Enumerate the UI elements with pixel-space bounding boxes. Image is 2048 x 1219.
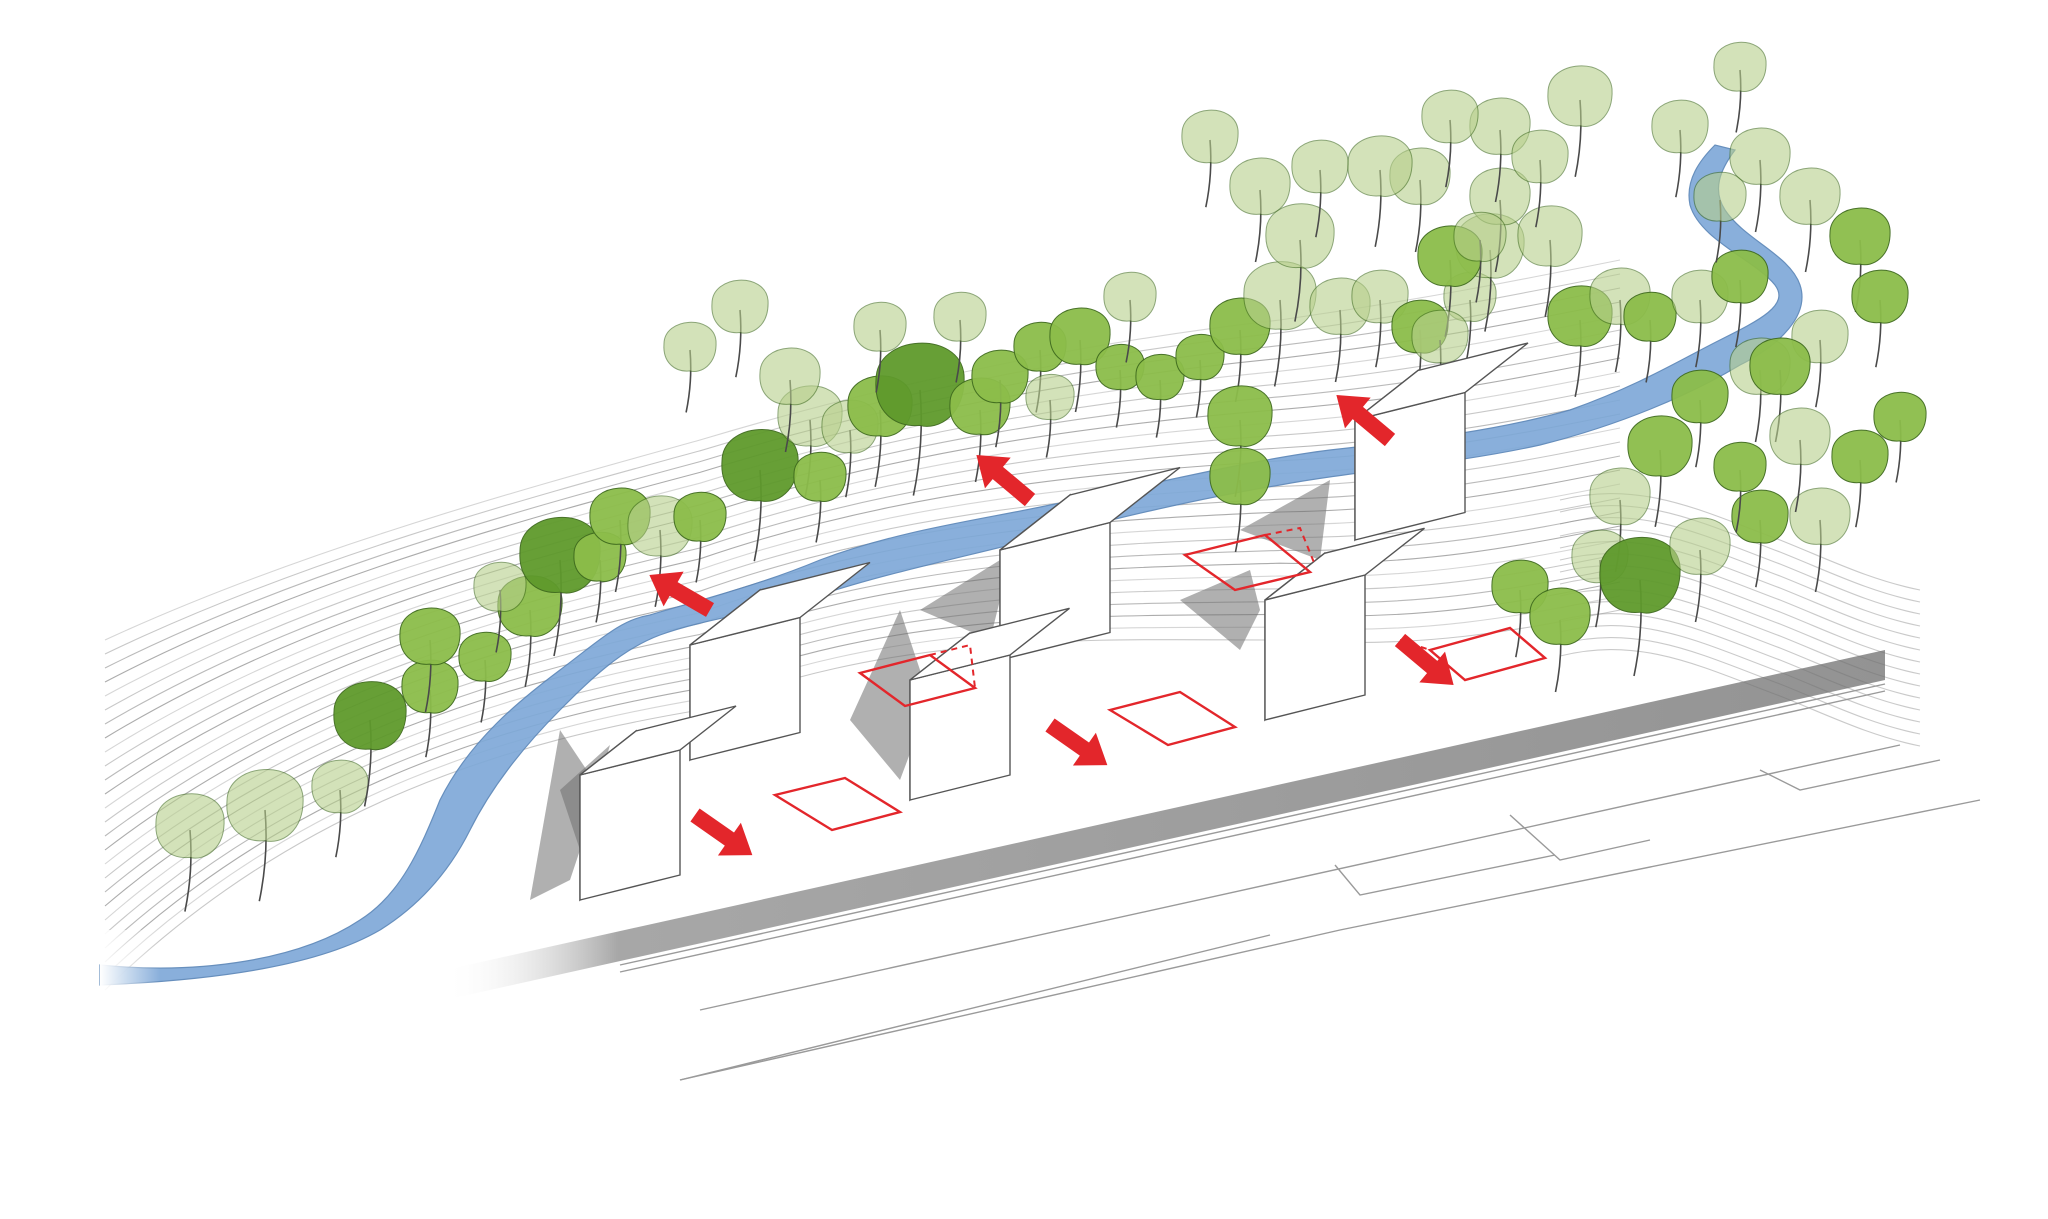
- tree: [1511, 129, 1569, 228]
- contour-line: [104, 553, 1621, 935]
- tree: [1693, 171, 1747, 263]
- tree: [853, 301, 907, 393]
- tree-canopy: [155, 41, 1927, 912]
- tree: [1347, 135, 1413, 247]
- tree: [1851, 269, 1909, 368]
- tree: [1651, 99, 1709, 198]
- plaza-1: [771, 776, 904, 832]
- tree: [1713, 41, 1767, 133]
- tree: [1229, 157, 1291, 263]
- tree: [1789, 487, 1851, 593]
- tree: [793, 451, 847, 543]
- direction-arrow: [1336, 395, 1396, 447]
- building: [579, 705, 737, 902]
- direction-arrow: [649, 571, 714, 617]
- road: [445, 650, 1981, 1081]
- tree: [1103, 271, 1157, 363]
- tree: [1711, 249, 1769, 348]
- tree: [1469, 97, 1531, 203]
- tree: [971, 349, 1029, 448]
- tree: [1873, 391, 1927, 483]
- tree: [673, 491, 727, 583]
- tree: [1627, 415, 1693, 527]
- tree: [875, 342, 965, 496]
- contour-line: [1559, 625, 1921, 723]
- direction-arrow: [690, 808, 753, 856]
- direction-arrow: [976, 455, 1036, 507]
- buildings: [579, 342, 1529, 902]
- contour-line: [104, 329, 1621, 711]
- tree: [1729, 127, 1791, 233]
- tree: [1181, 109, 1239, 208]
- contour-line: [1559, 613, 1921, 711]
- building: [909, 607, 1070, 802]
- tree: [1175, 333, 1225, 418]
- direction-arrows: [649, 395, 1454, 856]
- tree: [1599, 536, 1681, 677]
- tree: [1529, 587, 1591, 693]
- tree: [711, 279, 769, 378]
- tree: [399, 607, 461, 713]
- tree: [1831, 429, 1889, 528]
- plaza-2-dashed: [929, 643, 976, 689]
- tree: [1265, 203, 1335, 322]
- tree: [1671, 369, 1729, 468]
- tree: [1135, 353, 1185, 438]
- tree: [1421, 89, 1479, 188]
- tree: [1209, 447, 1271, 553]
- tree: [1779, 167, 1841, 273]
- tree: [333, 681, 407, 807]
- tree: [311, 759, 369, 858]
- tree: [458, 631, 512, 723]
- tree: [1547, 65, 1613, 177]
- plaza-3: [1106, 690, 1238, 747]
- tree: [1829, 207, 1891, 313]
- tree: [663, 321, 717, 413]
- contour-line: [1559, 529, 1921, 627]
- tree: [1713, 441, 1767, 533]
- plaza-4: [1182, 533, 1313, 592]
- tree: [1025, 373, 1075, 458]
- building: [1264, 527, 1425, 722]
- tree: [1291, 139, 1349, 238]
- tree: [226, 769, 304, 902]
- plaza-5: [1427, 626, 1548, 682]
- contour-line: [104, 567, 1621, 949]
- tree: [1731, 489, 1789, 588]
- tree: [933, 291, 987, 383]
- tree: [1669, 517, 1731, 623]
- plaza-2: [857, 653, 978, 708]
- plaza-4-dashed: [1264, 526, 1316, 566]
- direction-arrow: [1045, 718, 1108, 766]
- tree: [473, 561, 527, 653]
- plazas: [771, 526, 1548, 832]
- direction-arrow: [1394, 633, 1454, 685]
- tree: [1769, 407, 1831, 513]
- tree: [1453, 211, 1507, 303]
- tree: [1517, 205, 1583, 317]
- tree: [1623, 291, 1677, 383]
- tree: [759, 347, 821, 453]
- tree: [155, 793, 225, 912]
